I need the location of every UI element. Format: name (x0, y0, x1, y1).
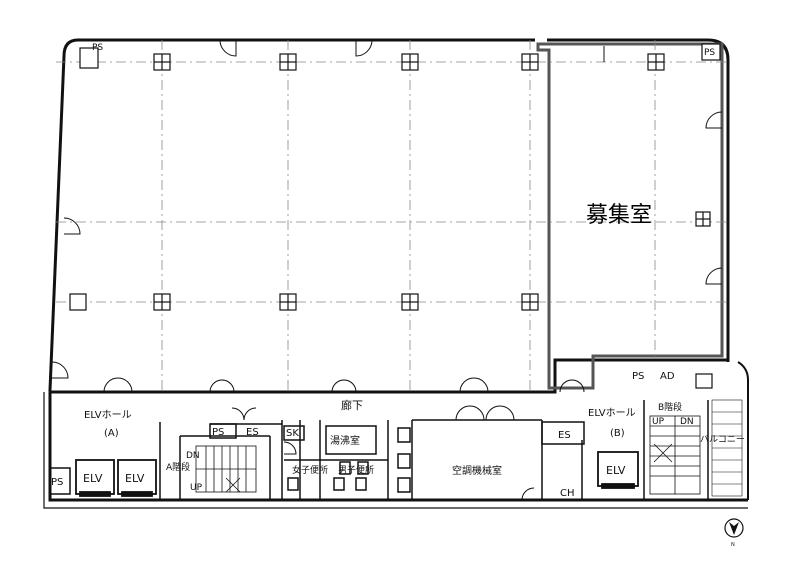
columns (69, 43, 721, 389)
balcony-label: バルコニー (700, 434, 745, 445)
ps-top-right: PS (704, 48, 715, 58)
ps-label-a: PS (212, 427, 224, 438)
stair-a-dn: DN (186, 451, 200, 461)
elevators (75, 451, 639, 497)
stair-a-up: UP (190, 483, 203, 493)
vacancy-label: 募集室 (586, 203, 652, 228)
womens-toilet-label: 女子便所 (292, 464, 328, 476)
elv-hall-b-label: ELVホール (588, 407, 636, 419)
north-mark-label: N (731, 542, 735, 548)
stair-a (195, 445, 257, 493)
stair-b-dn: DN (680, 417, 694, 427)
ch-label: CH (560, 488, 575, 499)
elv-hall-b-tag: (B) (610, 428, 625, 439)
mens-toilet-label: 男子便所 (338, 464, 374, 476)
kitchen-label: 湯沸室 (330, 434, 360, 447)
stair-b (649, 415, 701, 495)
balcony-hatch (711, 399, 743, 497)
corridor-label: 廊下 (341, 398, 363, 412)
machine-room-label: 空調機械室 (452, 464, 502, 477)
door-swings (51, 39, 723, 501)
stair-b-label: B階段 (658, 401, 682, 413)
stair-a-label: A階段 (166, 461, 190, 473)
es-label-a: ES (246, 427, 259, 438)
sk-label: SK (286, 428, 299, 439)
ps-label-elv: PS (51, 477, 63, 488)
elv-hall-a-label: ELVホール (84, 409, 132, 421)
es-label-b: ES (558, 430, 571, 441)
vacancy-room-outline (536, 42, 724, 390)
elv-hall-a-tag: (A) (104, 428, 119, 439)
elv-b-label: ELV (606, 464, 626, 477)
structural-grid (56, 40, 728, 392)
ad-label: AD (660, 371, 675, 382)
core-partitions (49, 400, 709, 500)
ps-label-b: PS (632, 371, 644, 382)
ps-top-left: PS (92, 43, 103, 53)
elv-a1-label: ELV (83, 472, 103, 485)
elv-a2-label: ELV (125, 472, 145, 485)
north-arrow-icon: N (724, 518, 744, 548)
stair-b-up: UP (652, 417, 665, 427)
outer-walls (43, 38, 749, 509)
